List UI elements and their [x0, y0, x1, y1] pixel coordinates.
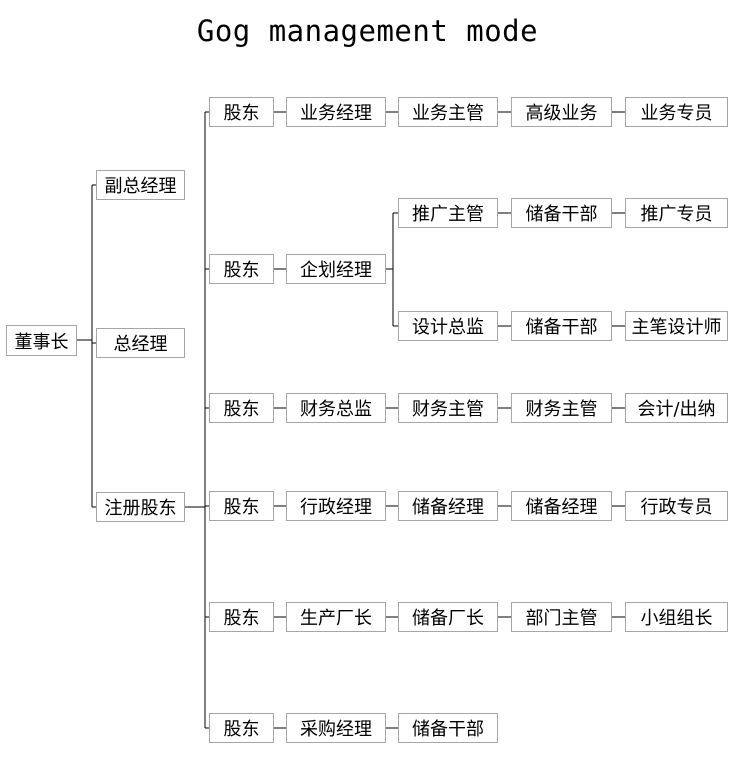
node-reserve-cadre: 储备干部: [511, 311, 612, 341]
node-admin-specialist: 行政专员: [625, 491, 728, 521]
node-reserve-cadre: 储备干部: [398, 713, 498, 743]
node-reserve-director: 储备厂长: [398, 602, 498, 632]
node-vice-gm: 副总经理: [96, 170, 185, 200]
node-shareholder: 股东: [209, 713, 274, 743]
node-finance-supervisor: 财务主管: [398, 393, 498, 423]
node-department-supervisor: 部门主管: [511, 602, 612, 632]
node-purchasing-manager: 采购经理: [286, 713, 386, 743]
node-chairman: 董事长: [6, 325, 77, 356]
node-planning-manager: 企划经理: [286, 254, 386, 284]
node-design-director: 设计总监: [398, 311, 498, 341]
node-production-director: 生产厂长: [286, 602, 386, 632]
node-business-specialist: 业务专员: [625, 97, 728, 127]
node-admin-manager: 行政经理: [286, 491, 386, 521]
page-title: Gog management mode: [196, 14, 539, 48]
node-reserve-manager: 储备经理: [398, 491, 498, 521]
node-promotion-specialist: 推广专员: [625, 198, 728, 228]
node-accountant-cashier: 会计/出纳: [625, 393, 728, 423]
node-business-supervisor: 业务主管: [398, 97, 498, 127]
node-finance-supervisor: 财务主管: [511, 393, 612, 423]
node-senior-business: 高级业务: [511, 97, 612, 127]
node-shareholder: 股东: [209, 602, 274, 632]
node-finance-director: 财务总监: [286, 393, 386, 423]
node-shareholder: 股东: [209, 393, 274, 423]
node-business-manager: 业务经理: [286, 97, 386, 127]
node-reserve-manager: 储备经理: [511, 491, 612, 521]
node-shareholder: 股东: [209, 491, 274, 521]
node-gm: 总经理: [96, 328, 185, 358]
node-reserve-cadre: 储备干部: [511, 198, 612, 228]
node-promotion-supervisor: 推广主管: [398, 198, 498, 228]
node-chief-designer: 主笔设计师: [625, 311, 728, 341]
node-team-leader: 小组组长: [625, 602, 728, 632]
node-shareholder: 股东: [209, 97, 274, 127]
node-registered-shareholders: 注册股东: [96, 492, 185, 522]
node-shareholder: 股东: [209, 254, 274, 284]
